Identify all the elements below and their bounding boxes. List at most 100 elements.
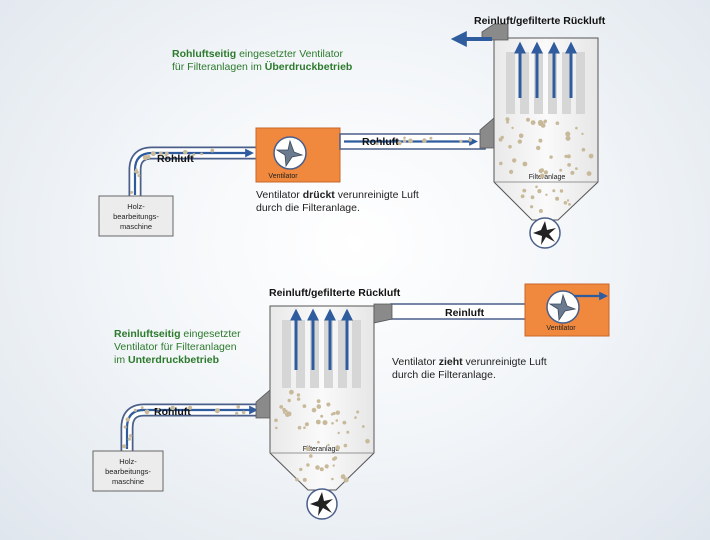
top-outlet-label: Reinluft/gefilterte Rückluft — [474, 15, 606, 27]
dust-particle — [135, 170, 139, 174]
dust-particle — [326, 402, 331, 407]
dust-particle — [342, 420, 347, 425]
dust-particle — [588, 153, 594, 159]
dust-particle — [505, 117, 510, 122]
dust-particle — [343, 443, 348, 448]
dust-particle — [564, 154, 568, 158]
dust-particle — [566, 154, 571, 159]
dust-particle — [302, 477, 307, 482]
dust-particle — [275, 426, 278, 430]
dust-particle — [316, 399, 321, 403]
dust-particle — [530, 120, 536, 125]
bottom-upflow-arrows — [290, 308, 353, 370]
dust-particle — [565, 135, 571, 141]
dust-particle — [340, 474, 346, 480]
dust-particle — [570, 170, 575, 175]
bottom-fan: Ventilator — [524, 283, 610, 337]
dust-particle — [530, 205, 534, 209]
dust-particle — [422, 138, 427, 143]
dust-particle — [337, 431, 340, 435]
dust-particle — [317, 440, 320, 444]
dust-particle — [158, 151, 163, 156]
dust-particle — [522, 161, 528, 167]
dust-particle — [522, 188, 527, 193]
dust-particle — [517, 139, 522, 144]
dust-particle — [403, 136, 406, 140]
dust-particle — [303, 426, 306, 430]
dust-particle — [567, 163, 571, 167]
dust-particle — [537, 189, 542, 194]
dust-particle — [210, 148, 215, 153]
dust-particle — [397, 141, 402, 146]
dust-particle — [335, 410, 340, 415]
bottom-machine: Holz- bearbeitungs- maschine — [92, 450, 164, 492]
dust-particle — [289, 389, 294, 395]
top-inlet-pipe-label: Rohluft — [157, 153, 194, 165]
dust-particle — [319, 467, 324, 472]
dust-particle — [140, 406, 144, 410]
dust-particle — [354, 416, 357, 419]
dust-particle — [508, 144, 512, 149]
dust-particle — [520, 194, 525, 199]
dust-particle — [299, 467, 303, 472]
bottom-outlet-label: Reinluft/gefilterte Rückluft — [269, 287, 401, 299]
dust-particle — [192, 153, 196, 156]
dust-particle — [565, 131, 571, 137]
svg-text:maschine: maschine — [112, 477, 144, 486]
dust-particle — [335, 445, 341, 451]
dust-particle — [322, 420, 328, 426]
dust-particle — [123, 425, 127, 429]
dust-particle — [518, 133, 524, 139]
dust-particle — [559, 189, 564, 193]
dust-particle — [586, 171, 592, 177]
svg-text:Filteranlage: Filteranlage — [303, 446, 340, 453]
bottom-caption: Reinluftseitig eingesetzter Ventilator f… — [114, 328, 241, 366]
dust-particle — [122, 444, 127, 449]
top-upflow-arrows — [514, 41, 577, 98]
dust-particle — [468, 138, 473, 142]
top-inlet-pipe — [128, 146, 257, 198]
dust-particle — [286, 411, 292, 417]
top-fan: Ventilator — [255, 127, 341, 183]
dust-particle — [365, 438, 370, 444]
dust-particle — [403, 139, 407, 143]
dust-particle — [311, 407, 317, 413]
dust-particle — [343, 477, 349, 483]
dust-particle — [235, 411, 239, 416]
dust-particle — [568, 203, 571, 206]
dust-particle — [537, 119, 544, 126]
dust-particle — [511, 126, 514, 130]
dust-particle — [125, 417, 130, 422]
dust-particle — [129, 434, 133, 438]
dust-particle — [282, 411, 286, 414]
dust-particle — [552, 189, 556, 193]
dust-particle — [335, 419, 339, 422]
dust-particle — [304, 422, 309, 427]
dust-particle — [563, 201, 568, 205]
dust-particle — [182, 150, 188, 155]
dust-particle — [332, 411, 336, 416]
dust-particle — [539, 173, 545, 179]
dust-particle — [543, 120, 547, 124]
dust-particle — [133, 408, 137, 412]
dust-particle — [356, 410, 360, 414]
dust-particle — [315, 465, 320, 470]
dust-particle — [429, 136, 433, 140]
dust-particle — [331, 422, 334, 425]
svg-text:Ventilator: Ventilator — [268, 173, 298, 180]
dust-particle — [305, 446, 311, 452]
dust-particle — [559, 168, 563, 172]
bottom-clean-pipe-label: Reinluft — [445, 307, 485, 319]
dust-particle — [333, 456, 338, 460]
dust-particle — [296, 397, 301, 401]
dust-particle — [375, 142, 379, 146]
dust-particle — [157, 407, 160, 411]
dust-particle — [538, 138, 543, 143]
svg-text:Holz-: Holz- — [127, 202, 145, 211]
dust-particle — [538, 209, 543, 213]
svg-text:bearbeitungs-: bearbeitungs- — [105, 467, 151, 476]
dust-particle — [543, 170, 549, 175]
bottom-description: Ventilator zieht verunreinigte Luft durc… — [392, 356, 547, 381]
dust-particle — [295, 477, 299, 482]
dust-particle — [459, 139, 463, 143]
